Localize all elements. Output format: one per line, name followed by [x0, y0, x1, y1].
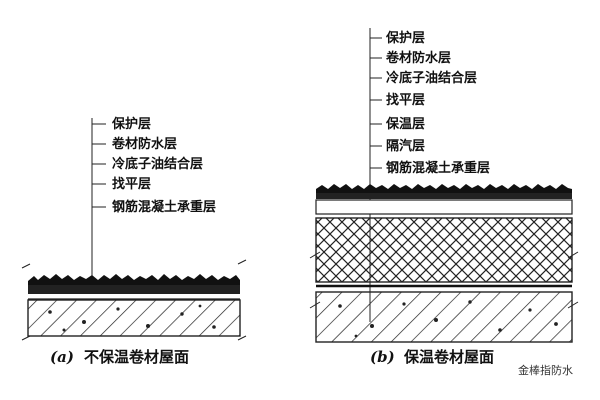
- section-b-membrane-layer: [316, 193, 572, 199]
- section-b-concrete-slab: [315, 291, 573, 343]
- layer-label-insulation: 保温层: [385, 116, 425, 132]
- section-a-membrane-layer: [28, 285, 240, 294]
- layer-label-vapor-barrier: 隔汽层: [386, 138, 425, 154]
- layer-label-protective: 保护层: [111, 116, 151, 132]
- section-a-concrete-slab: [27, 299, 241, 337]
- section-b-insulated: 保护层 卷材防水层 冷底子油结合层 找平层 保温层 隔汽层 钢筋混凝土承重层 (…: [309, 28, 579, 366]
- caption-b-title: 保温卷材屋面: [403, 348, 494, 366]
- watermark-text: 金棒指防水: [518, 363, 573, 377]
- caption-b-letter: (b): [370, 348, 395, 366]
- layer-label-primer: 冷底子油结合层: [386, 70, 477, 86]
- section-a-gravel-layer: [28, 274, 240, 286]
- caption-a-letter: (a): [50, 348, 74, 366]
- section-a-labels: 保护层 卷材防水层 冷底子油结合层 找平层 钢筋混凝土承重层: [91, 116, 216, 282]
- caption-a-title: 不保温卷材屋面: [84, 348, 189, 366]
- layer-label-rc-slab: 钢筋混凝土承重层: [112, 199, 216, 215]
- section-b-labels: 保护层 卷材防水层 冷底子油结合层 找平层 保温层 隔汽层 钢筋混凝土承重层: [369, 28, 490, 322]
- layer-label-membrane: 卷材防水层: [386, 50, 451, 66]
- layer-label-screed: 找平层: [112, 176, 151, 192]
- section-b-insulation-layer: [315, 217, 573, 283]
- section-b-gravel-layer: [316, 184, 572, 194]
- section-b-screed-layer: [315, 199, 573, 215]
- layer-label-primer: 冷底子油结合层: [112, 156, 203, 172]
- section-a-no-insulation: 保护层 卷材防水层 冷底子油结合层 找平层 钢筋混凝土承重层 (a) 不保温卷材…: [21, 116, 247, 366]
- layer-label-membrane: 卷材防水层: [112, 136, 177, 152]
- layer-label-screed: 找平层: [386, 92, 425, 108]
- layer-label-protective: 保护层: [385, 30, 425, 46]
- layer-label-rc-slab: 钢筋混凝土承重层: [386, 160, 490, 176]
